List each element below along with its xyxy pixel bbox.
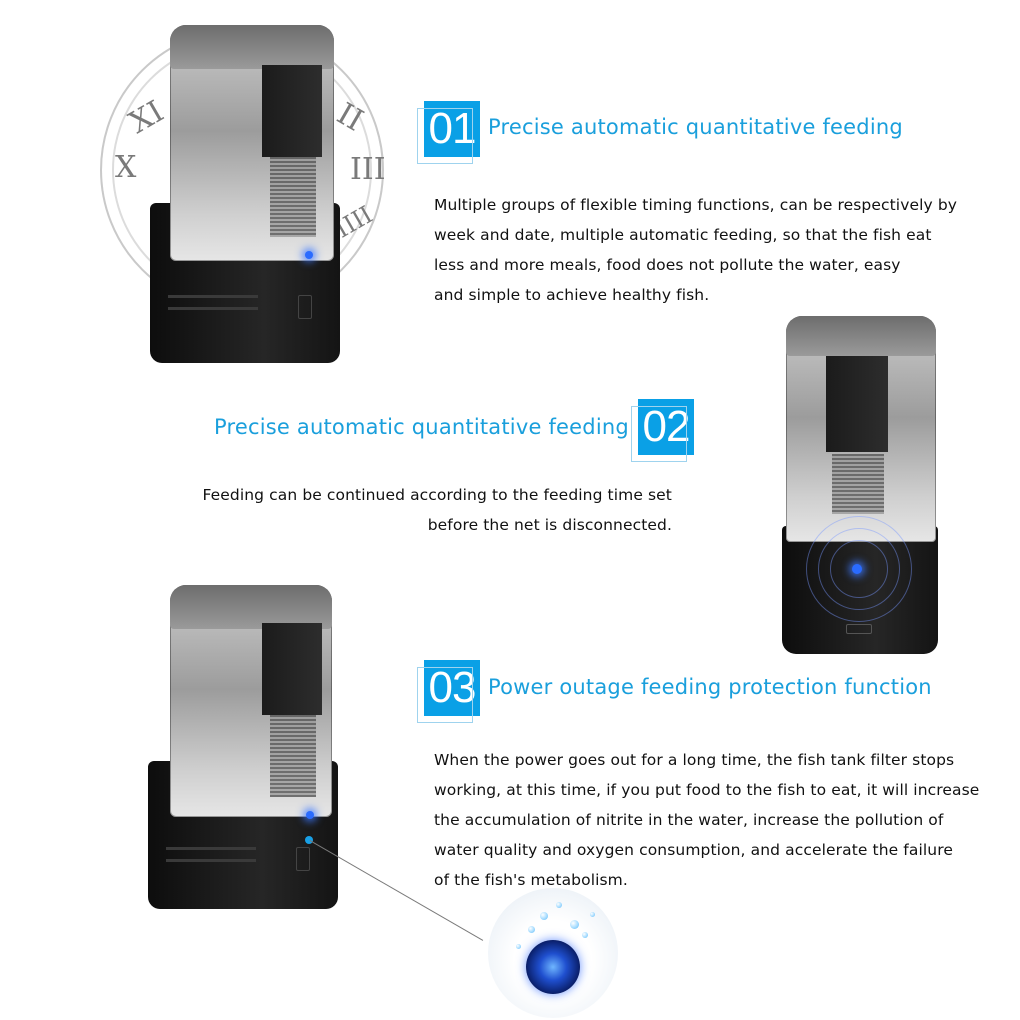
section-heading: Precise automatic quantitative feeding — [488, 115, 903, 139]
section-description: Multiple groups of flexible timing funct… — [434, 190, 957, 310]
callout-dot — [305, 836, 313, 844]
description-line: Multiple groups of flexible timing funct… — [434, 196, 958, 214]
description-line: Feeding can be continued according to th… — [202, 486, 672, 504]
section-number-badge: 01 — [417, 101, 480, 164]
description-line: of the fish's metabolism. — [434, 871, 628, 889]
section-heading: Precise automatic quantitative feeding — [214, 415, 629, 439]
bubble-orb — [526, 940, 580, 994]
section-number-badge: 02 — [631, 399, 694, 462]
section-heading: Power outage feeding protection function — [488, 675, 932, 699]
led-indicator-icon — [306, 811, 314, 819]
clock-numeral: III — [350, 152, 386, 187]
section-number-badge: 03 — [417, 660, 480, 723]
section-description: Feeding can be continued according to th… — [196, 480, 672, 540]
led-indicator-icon — [305, 251, 313, 259]
description-line: before the net is disconnected. — [427, 516, 672, 534]
section-description: When the power goes out for a long time,… — [434, 745, 979, 895]
clock-numeral: X — [115, 150, 137, 185]
description-line: the accumulation of nitrite in the water… — [434, 811, 944, 829]
description-line: and simple to achieve healthy fish. — [434, 286, 710, 304]
feeder-product-image — [150, 25, 340, 365]
led-indicator-icon — [852, 564, 862, 574]
description-line: water quality and oxygen consumption, an… — [434, 841, 953, 859]
feeder-product-image — [148, 585, 338, 910]
description-line: working, at this time, if you put food t… — [434, 781, 980, 799]
description-line: When the power goes out for a long time,… — [434, 751, 955, 769]
feeder-product-image — [782, 316, 942, 656]
description-line: less and more meals, food does not pollu… — [434, 256, 901, 274]
description-line: week and date, multiple automatic feedin… — [434, 226, 932, 244]
